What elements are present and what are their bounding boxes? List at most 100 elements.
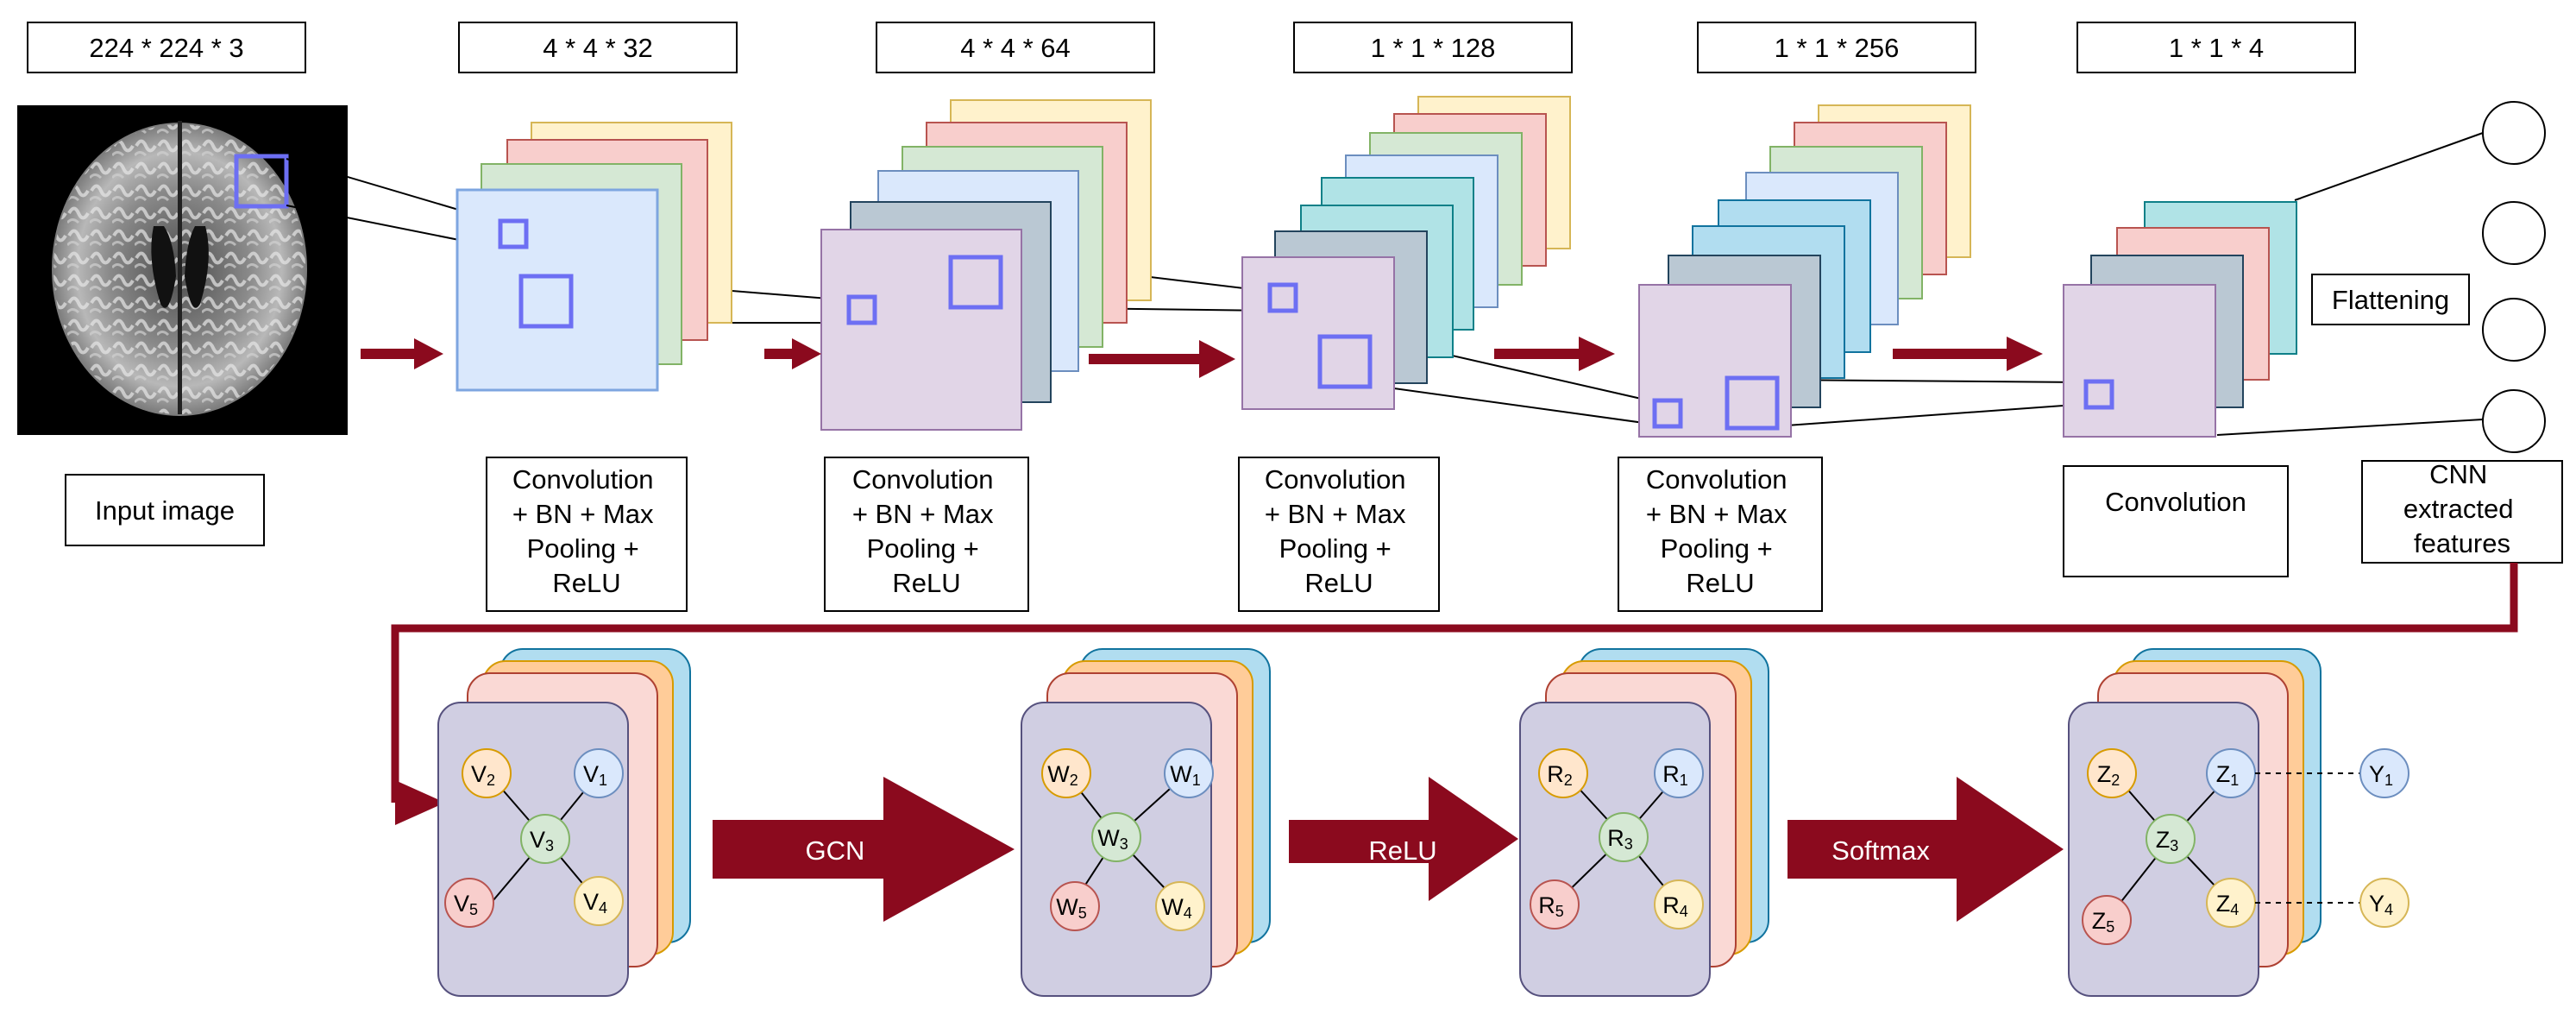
node-v1 — [574, 748, 624, 798]
conv4-small-window — [1652, 398, 1683, 429]
svg-text:V1: V1 — [583, 761, 607, 789]
svg-text:CNN extracted: CNN extracted features — [2403, 459, 2521, 558]
input-image-label-box — [65, 474, 265, 546]
node-r1 — [1654, 748, 1704, 798]
relu-arrow: ReLU — [1289, 777, 1518, 901]
svg-text:W3: W3 — [1097, 825, 1128, 853]
node-r2 — [1538, 748, 1588, 798]
node-v3 — [520, 814, 570, 864]
svg-text:V5: V5 — [454, 891, 478, 918]
svg-text:V4: V4 — [583, 889, 607, 917]
feature-maps-conv1 — [456, 122, 732, 392]
dim-text-conv4: 1 * 1 * 256 — [1775, 33, 1900, 63]
conv3-large-window — [1317, 334, 1373, 389]
node-w2 — [1041, 748, 1091, 798]
svg-text:Z5: Z5 — [2092, 908, 2115, 936]
feature-maps-conv3 — [1241, 96, 1571, 410]
node-v4 — [574, 876, 624, 926]
graph-stack-2: W2 W1 W3 W5 W4 — [1021, 648, 1271, 997]
caption-boxes: Input image Convolution + BN + Max Pooli… — [65, 274, 2563, 612]
dim-text-conv5: 1 * 1 * 4 — [2169, 33, 2264, 63]
feature-maps-conv2 — [820, 99, 1152, 431]
node-y4 — [2359, 878, 2410, 928]
flattening-label: Flattening — [2332, 285, 2449, 315]
conv-block-caption-4: Convolution + BN + Max Pooling + ReLU — [1618, 457, 1823, 612]
node-r5 — [1530, 879, 1580, 930]
conv-final-label: Convolution — [2105, 487, 2246, 517]
dim-box-input — [27, 22, 306, 73]
conv4-large-window — [1725, 375, 1780, 431]
graph-stack-4: Z2 Z1 Z3 Z5 Z4 — [2068, 648, 2322, 997]
node-z5 — [2082, 895, 2132, 945]
cnn-features-caption: CNN extracted features — [2361, 459, 2563, 564]
input-receptive-field — [234, 154, 289, 209]
dim-box-conv3 — [1293, 22, 1573, 73]
node-w5 — [1050, 881, 1100, 931]
conv-block-caption-1: Convolution + BN + Max Pooling + ReLU — [486, 457, 688, 612]
output-nodes: Y1 Y4 — [2255, 748, 2410, 928]
svg-text:Convolution + BN + Max: Convolution + BN + Max Pooling + ReLU — [512, 464, 661, 598]
node-v2 — [462, 748, 512, 798]
svg-text:Y1: Y1 — [2369, 761, 2393, 789]
softmax-arrow: Softmax — [1787, 777, 2064, 922]
node-z3 — [2146, 814, 2196, 864]
conv2-large-window — [948, 255, 1003, 310]
relu-arrow-label: ReLU — [1368, 835, 1436, 866]
dim-text-conv1: 4 * 4 * 32 — [543, 33, 653, 63]
dim-box-conv4 — [1697, 22, 1976, 73]
graph-stack-1: V2 V1 V3 V5 V4 — [437, 648, 691, 997]
node-w1 — [1164, 748, 1214, 798]
svg-text:Convolution + BN + Max: Convolution + BN + Max Pooling + ReLU — [1646, 464, 1794, 598]
flattened-feature-nodes — [2482, 101, 2546, 453]
svg-text:W1: W1 — [1170, 761, 1201, 789]
svg-text:W2: W2 — [1047, 761, 1078, 789]
flattening-label-box — [2311, 274, 2470, 325]
svg-text:Convolution + BN + Max: Convolution + BN + Max Pooling + ReLU — [1265, 464, 1413, 598]
dim-text-conv3: 1 * 1 * 128 — [1371, 33, 1496, 63]
node-y1 — [2359, 748, 2410, 798]
svg-text:V3: V3 — [530, 827, 554, 854]
feature-maps-conv4 — [1638, 104, 1971, 438]
node-r3 — [1599, 812, 1649, 862]
dimension-boxes: 224 * 224 * 3 4 * 4 * 32 4 * 4 * 64 1 * … — [27, 22, 2356, 73]
svg-text:W5: W5 — [1056, 894, 1087, 922]
feature-maps-conv5 — [2063, 201, 2297, 438]
svg-text:R3: R3 — [1607, 825, 1633, 853]
svg-text:Z4: Z4 — [2216, 891, 2240, 918]
node-w3 — [1091, 812, 1141, 862]
dim-box-conv2 — [876, 22, 1155, 73]
conv-final-label-box — [2063, 465, 2289, 577]
svg-text:V2: V2 — [471, 761, 495, 789]
softmax-arrow-label: Softmax — [1831, 835, 1930, 866]
conv3-small-window — [1267, 282, 1298, 313]
conv1-small-window — [498, 218, 529, 249]
graph-stack-3: R2 R1 R3 R5 R4 — [1519, 648, 1769, 997]
gcn-arrow-label: GCN — [806, 835, 865, 866]
dim-box-conv1 — [458, 22, 738, 73]
svg-text:R5: R5 — [1538, 892, 1564, 920]
svg-text:R1: R1 — [1662, 761, 1688, 789]
dim-text-input: 224 * 224 * 3 — [89, 33, 243, 63]
conv5-small-window — [2083, 379, 2114, 410]
dim-box-conv5 — [2077, 22, 2356, 73]
node-r4 — [1654, 879, 1704, 930]
svg-text:R4: R4 — [1662, 892, 1688, 920]
top-flow-arrows — [361, 337, 2043, 378]
svg-text:Convolution + BN + Max: Convolution + BN + Max Pooling + ReLU — [852, 464, 1001, 598]
gcn-arrow: GCN — [713, 777, 1015, 922]
conv1-large-window — [518, 274, 574, 329]
svg-text:W4: W4 — [1161, 894, 1192, 922]
svg-text:Y4: Y4 — [2369, 891, 2393, 918]
dim-text-conv2: 4 * 4 * 64 — [960, 33, 1071, 63]
svg-text:Z1: Z1 — [2216, 761, 2240, 789]
svg-text:Z3: Z3 — [2156, 827, 2179, 854]
input-mri-image — [17, 105, 348, 435]
node-w4 — [1155, 881, 1205, 931]
conv2-small-window — [846, 294, 877, 325]
conv-block-caption-3: Convolution + BN + Max Pooling + ReLU — [1238, 457, 1440, 612]
input-image-label: Input image — [95, 495, 235, 526]
conv-block-caption-2: Convolution + BN + Max Pooling + ReLU — [824, 457, 1029, 612]
svg-text:Z2: Z2 — [2097, 761, 2120, 789]
node-z2 — [2087, 748, 2137, 798]
